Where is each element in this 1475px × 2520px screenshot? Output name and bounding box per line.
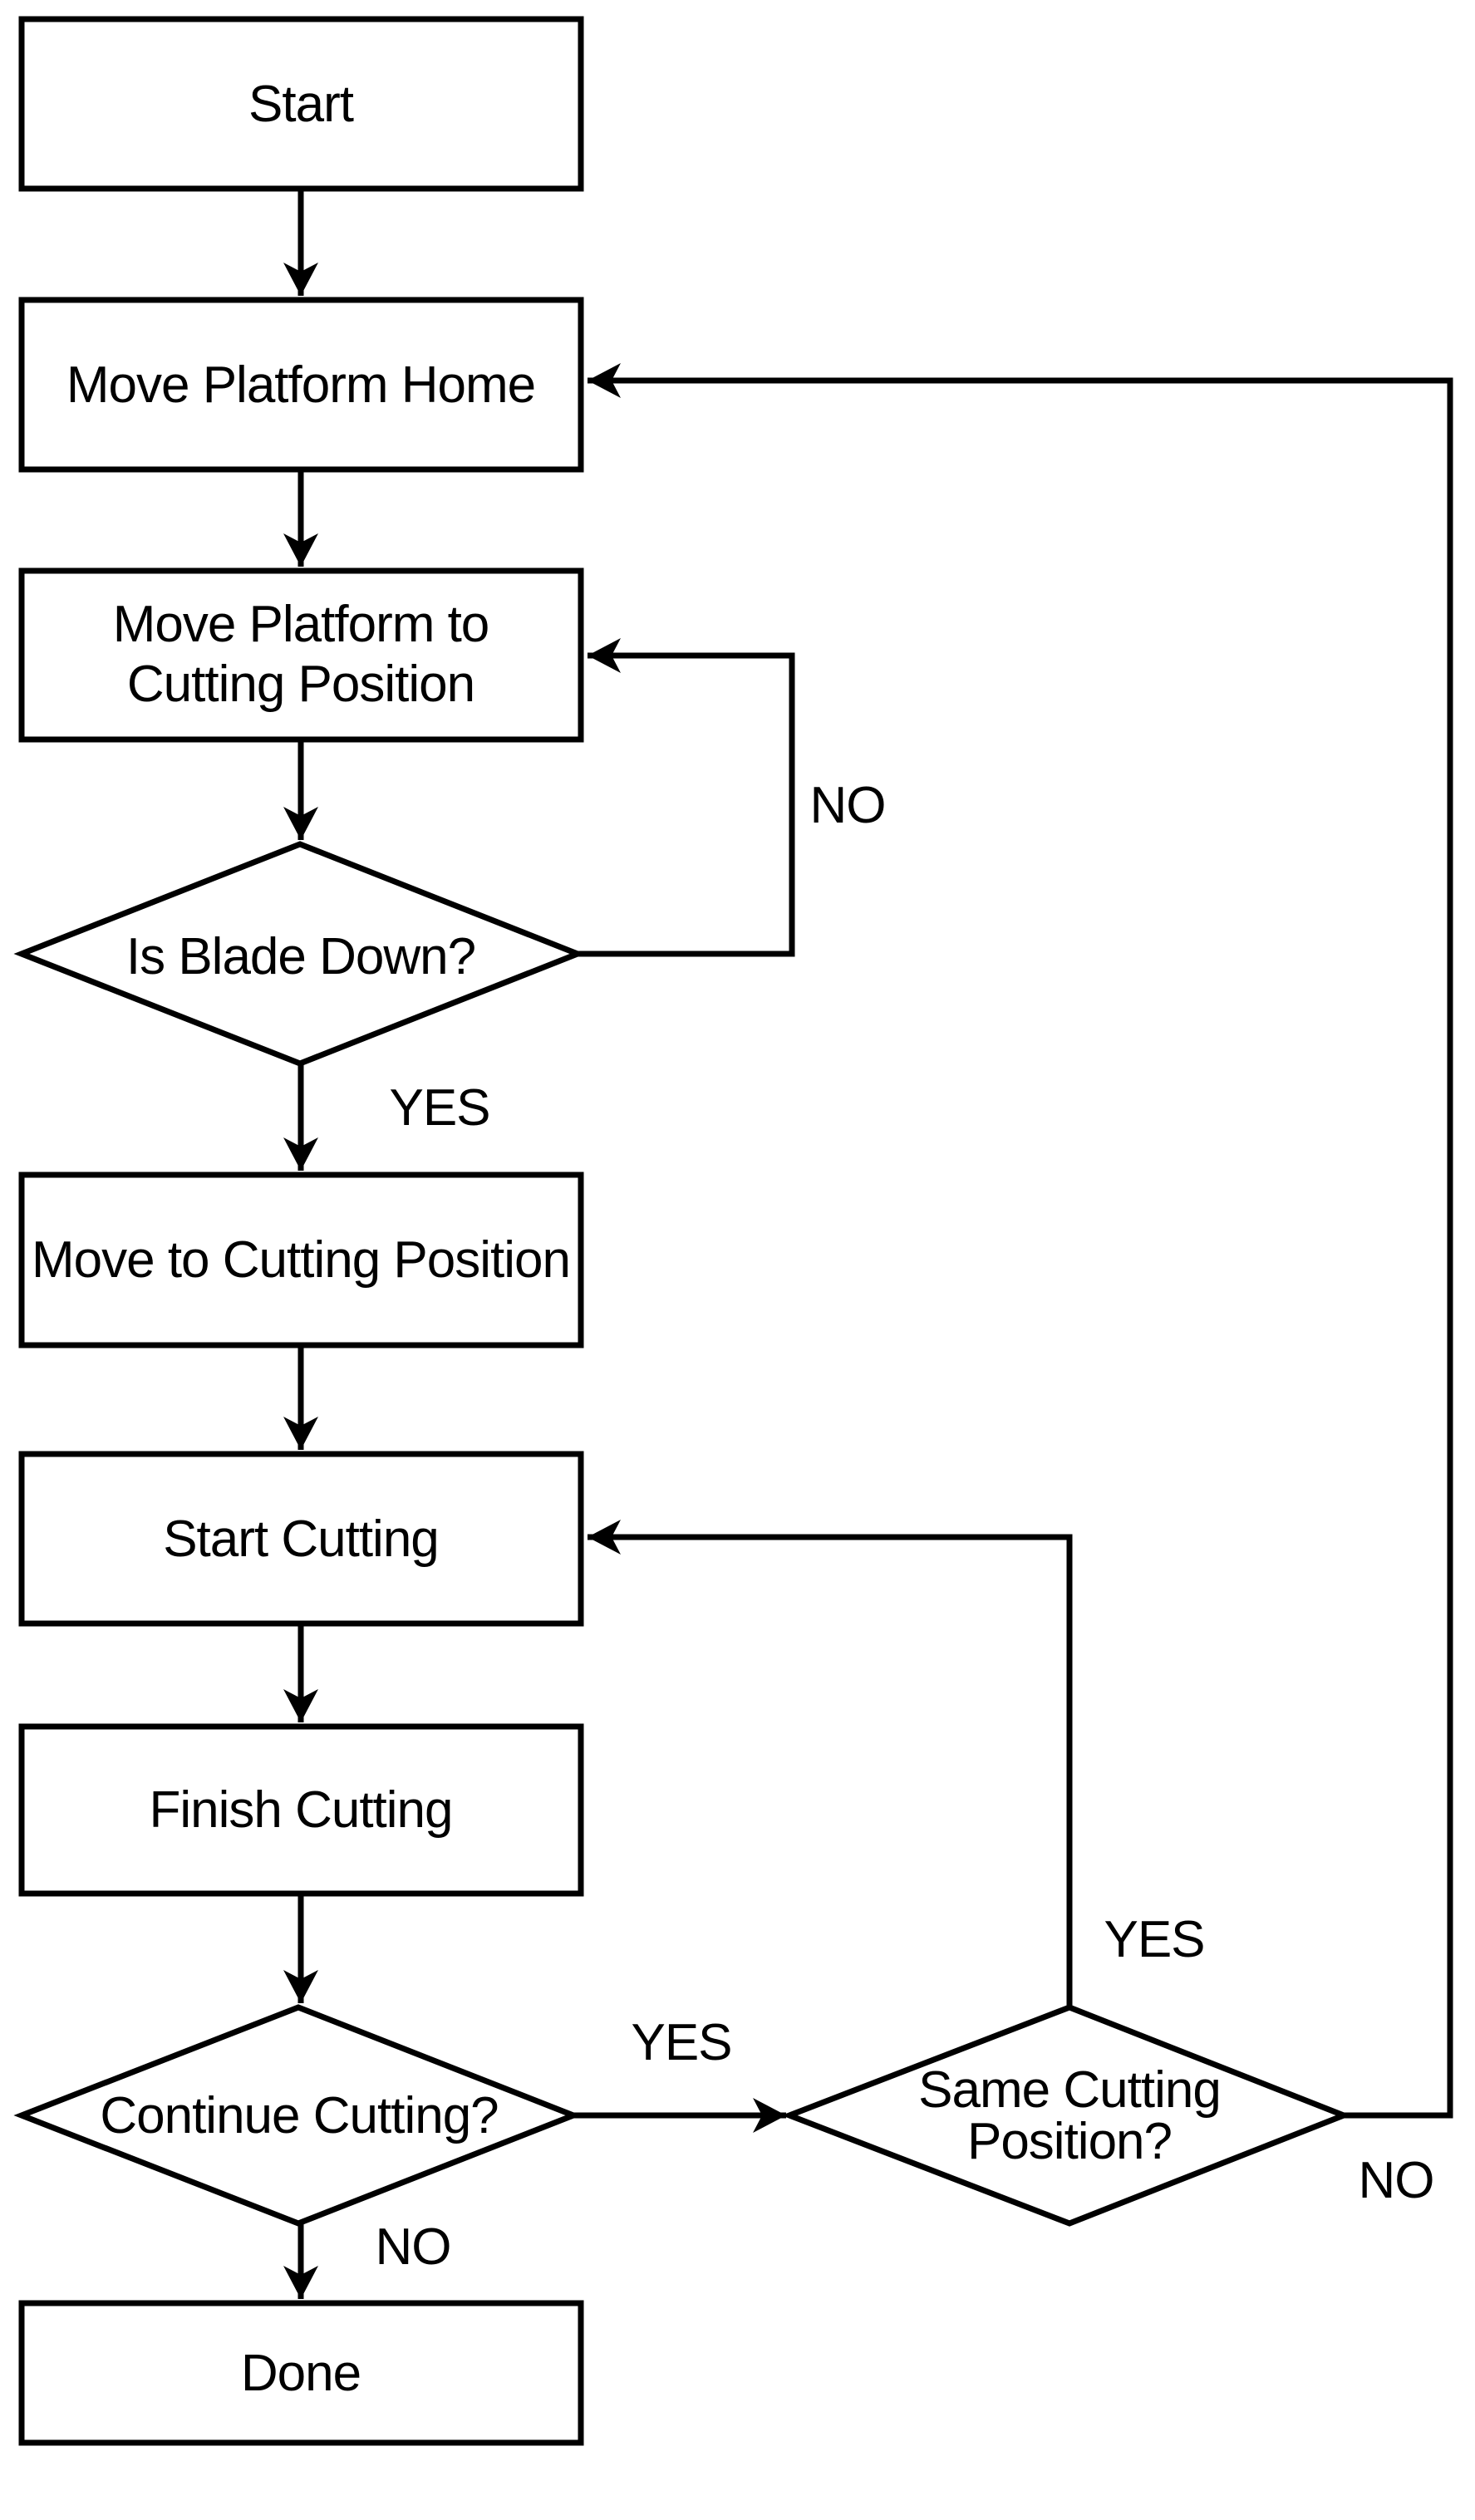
node-continue-cutting: Continue Cutting?: [13, 2004, 582, 2227]
edge-label-continue-yes: YES: [631, 2014, 731, 2071]
node-move-platform-to-cutting-position: Move Platform to Cutting Position: [18, 567, 584, 743]
node-start-box: [18, 16, 584, 192]
node-continue-cutting-diamond: [13, 2004, 582, 2227]
node-start: Start: [18, 16, 584, 192]
node-move-platform-home: Move Platform Home: [18, 297, 584, 473]
node-start-label: Start: [248, 76, 354, 133]
node-move-platform-to-cutting-position-label-line2: Cutting Position: [127, 656, 474, 713]
node-move-to-cutting-position-label: Move to Cutting Position: [32, 1231, 570, 1289]
node-same-cutting-position-label-line1: Same Cutting: [918, 2061, 1221, 2119]
edge-label-same-no: NO: [1359, 2152, 1434, 2209]
node-move-platform-home-label: Move Platform Home: [66, 356, 535, 414]
node-done-label: Done: [241, 2345, 361, 2402]
edge-is-blade-down-no-loop: [578, 638, 795, 957]
node-move-platform-to-cutting-position-box: [18, 567, 584, 743]
node-finish-cutting-box: [18, 1723, 584, 1897]
node-is-blade-down: Is Blade Down?: [13, 841, 586, 1067]
node-move-platform-home-box: [18, 297, 584, 473]
edge-label-same-yes: YES: [1104, 1911, 1204, 1968]
node-finish-cutting: Finish Cutting: [18, 1723, 584, 1897]
edges: [283, 189, 1453, 2299]
node-done: Done: [18, 2300, 584, 2446]
edge-label-blade-yes: YES: [389, 1079, 489, 1137]
node-move-platform-to-cutting-position-label-line1: Move Platform to: [113, 596, 489, 653]
edge-labels: NO YES YES NO YES NO: [376, 777, 1435, 2276]
node-start-cutting-label: Start Cutting: [163, 1511, 439, 1568]
node-move-to-cutting-position-box: [18, 1172, 584, 1348]
edge-same-cutting-position-yes-loop: [588, 1520, 1073, 2007]
edge-label-continue-no: NO: [376, 2218, 451, 2276]
node-same-cutting-position-diamond: [781, 2004, 1352, 2227]
node-start-cutting-box: [18, 1451, 584, 1627]
node-same-cutting-position: Same Cutting Position?: [781, 2004, 1352, 2227]
edge-label-blade-no: NO: [810, 777, 886, 834]
node-is-blade-down-label: Is Blade Down?: [126, 928, 475, 985]
node-is-blade-down-diamond: [13, 841, 586, 1067]
node-done-box: [18, 2300, 584, 2446]
node-move-to-cutting-position: Move to Cutting Position: [18, 1172, 584, 1348]
node-continue-cutting-label: Continue Cutting?: [100, 2087, 498, 2144]
edge-same-cutting-position-no-loop: [588, 363, 1453, 2119]
node-same-cutting-position-label-line2: Position?: [967, 2113, 1172, 2170]
node-start-cutting: Start Cutting: [18, 1451, 584, 1627]
node-finish-cutting-label: Finish Cutting: [149, 1781, 452, 1839]
